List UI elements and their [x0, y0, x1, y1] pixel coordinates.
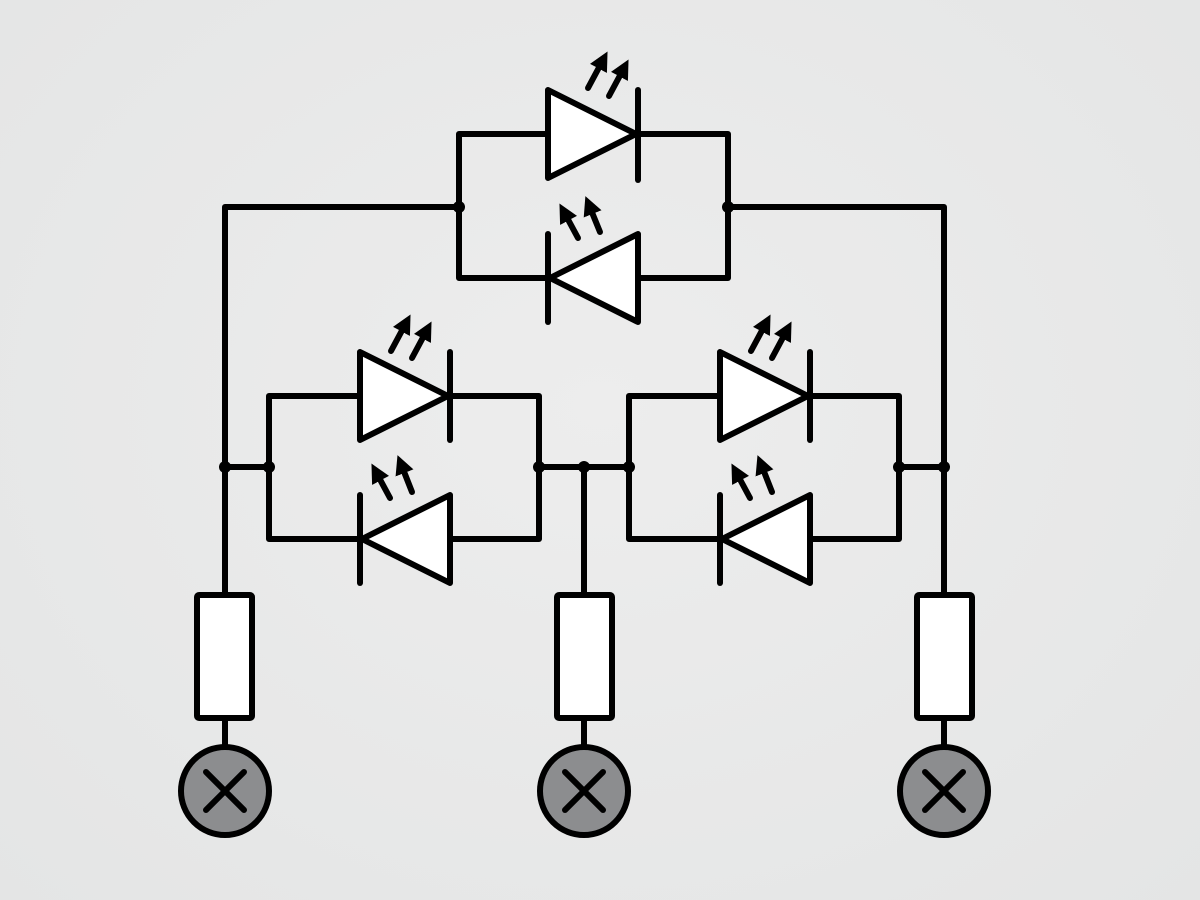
lamp-center [537, 744, 631, 838]
led-light-arrow-icon [606, 59, 629, 99]
wire-left-pair-lower-right [447, 464, 542, 542]
junctions [219, 201, 950, 473]
junction-dot [938, 461, 950, 473]
wires [222, 131, 947, 751]
junction-dot [578, 461, 590, 473]
wire-top-upper [456, 131, 551, 210]
led-diode-triangle [357, 349, 451, 443]
wire-top-upper-right [635, 131, 731, 210]
wire-top-lower-right [635, 204, 731, 281]
junction-dot [263, 461, 275, 473]
led-diode-triangle [719, 492, 813, 586]
led-left-forward [357, 314, 453, 443]
junction-dot [623, 461, 635, 473]
led-diode-triangle [359, 492, 453, 586]
resistor-right [914, 592, 975, 721]
wire-top-lower [456, 204, 551, 281]
led-diode-triangle [547, 231, 641, 325]
led-top-reverse [545, 196, 641, 325]
resistor-center [554, 592, 615, 721]
led-light-arrow-icon [755, 455, 775, 495]
wire-left-pair-upper [266, 393, 363, 470]
led-diode-triangle [717, 349, 811, 443]
junction-dot [893, 461, 905, 473]
wire-right-pair-lower [626, 464, 723, 542]
lamp-cross-icon [203, 769, 247, 813]
led-top-forward [545, 51, 641, 183]
wire-left-pair-upper-right [447, 393, 542, 470]
wire-right-pair-upper-right [807, 393, 902, 470]
lamp-cross-icon [922, 769, 966, 813]
junction-dot [453, 201, 465, 213]
led-light-arrow-icon [731, 463, 753, 501]
led-left-reverse [357, 455, 453, 586]
led-right-reverse [717, 455, 813, 586]
resistor-left [194, 592, 255, 721]
led-light-arrow-icon [559, 203, 581, 241]
lamp-left [178, 744, 272, 838]
led-diode-triangle [545, 87, 639, 181]
led-light-arrow-icon [748, 314, 771, 354]
junction-dot [219, 461, 231, 473]
led-light-arrow-icon [371, 463, 393, 501]
led-light-arrow-icon [409, 321, 432, 361]
lamp-right [897, 744, 991, 838]
led-right-forward [717, 314, 813, 443]
junction-dot [722, 201, 734, 213]
led-light-arrow-icon [583, 196, 603, 235]
led-light-arrow-icon [769, 321, 792, 361]
lamp-cross-icon [562, 769, 606, 813]
junction-dot [533, 461, 545, 473]
wire-right-pair-upper [626, 393, 723, 470]
wire-left-pair-lower [266, 464, 363, 542]
wire-right-pair-lower-right [807, 464, 902, 542]
led-light-arrow-icon [585, 51, 608, 91]
led-light-arrow-icon [395, 455, 415, 495]
led-light-arrow-icon [388, 314, 411, 354]
